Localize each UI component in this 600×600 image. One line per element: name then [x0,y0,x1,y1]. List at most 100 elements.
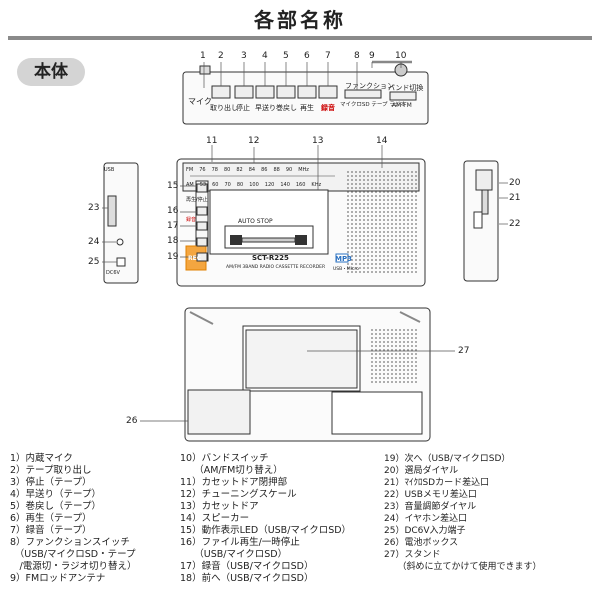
top-btn-rew: 巻戻し [276,104,297,112]
grill-dot [387,247,389,249]
grill-dot [383,369,385,371]
grill-dot [371,211,373,213]
grill-dot [375,377,377,379]
grill-dot [379,357,381,359]
grill-dot [383,357,385,359]
grill-dot [399,251,401,253]
grill-dot [415,267,417,269]
grill-dot [387,373,389,375]
callout-19: 19 [167,252,179,262]
grill-dot [375,175,377,177]
grill-dot [367,195,369,197]
legend-item: 3）停止（テープ） [10,477,92,488]
grill-dot [375,179,377,181]
grill-dot [363,183,365,185]
callout-23: 23 [88,203,100,213]
grill-dot [391,203,393,205]
grill-dot [347,259,349,261]
grill-dot [411,199,413,201]
grill-dot [383,337,385,339]
grill-dot [403,357,405,359]
grill-dot [411,263,413,265]
grill-dot [407,341,409,343]
rec-badge: REC [188,255,202,262]
grill-dot [379,179,381,181]
grill-dot [391,353,393,355]
grill-dot [355,247,357,249]
grill-dot [379,243,381,245]
grill-dot [391,381,393,383]
grill-dot [383,171,385,173]
grill-dot [375,381,377,383]
grill-dot [379,329,381,331]
grill-dot [415,191,417,193]
grill-dot [359,255,361,257]
grill-dot [391,183,393,185]
grill-dot [415,259,417,261]
grill-dot [399,353,401,355]
grill-dot [355,243,357,245]
grill-dot [375,191,377,193]
grill-dot [415,353,417,355]
grill-dot [375,187,377,189]
grill-dot [379,373,381,375]
grill-dot [375,203,377,205]
grill-dot [371,251,373,253]
grill-dot [379,231,381,233]
grill-dot [387,349,389,351]
legend-item: （USB/マイクロSD） [180,549,288,560]
grill-dot [371,377,373,379]
grill-dot [403,219,405,221]
grill-dot [375,251,377,253]
grill-dot [355,271,357,273]
grill-dot [387,215,389,217]
grill-dot [403,259,405,261]
grill-dot [415,239,417,241]
grill-dot [355,187,357,189]
grill-dot [347,171,349,173]
grill-dot [395,357,397,359]
grill-dot [415,251,417,253]
grill-dot [355,183,357,185]
side-play-label: 再生/停止 [186,197,208,203]
grill-dot [351,259,353,261]
grill-dot [379,227,381,229]
grill-dot [375,337,377,339]
grill-dot [391,215,393,217]
grill-dot [363,219,365,221]
legend-item: /電源切・ラジオ切り替え） [10,561,137,572]
grill-dot [351,215,353,217]
grill-dot [367,223,369,225]
grill-dot [363,235,365,237]
grill-dot [403,199,405,201]
grill-dot [359,263,361,265]
legend-item: 21）ﾏｲｸﾛSDカード差込口 [384,478,490,488]
grill-dot [403,341,405,343]
grill-dot [347,175,349,177]
side-dc-label: DC6V [106,270,120,276]
grill-dot [363,263,365,265]
grill-dot [347,183,349,185]
grill-dot [395,195,397,197]
grill-dot [379,247,381,249]
grill-dot [359,223,361,225]
grill-dot [415,235,417,237]
grill-dot [371,361,373,363]
grill-dot [395,187,397,189]
grill-dot [355,179,357,181]
grill-dot [371,239,373,241]
side-usb-label: USB [104,167,115,173]
grill-dot [395,255,397,257]
legend-item: 17）録音（USB/マイクロSD） [180,561,314,572]
grill-dot [403,179,405,181]
band-label: バンド切換 [388,84,424,92]
grill-dot [371,223,373,225]
grill-dot [387,377,389,379]
fm_scale-tick: 90 [285,167,293,173]
grill-dot [407,191,409,193]
grill-dot [407,195,409,197]
grill-dot [347,219,349,221]
grill-dot [371,345,373,347]
